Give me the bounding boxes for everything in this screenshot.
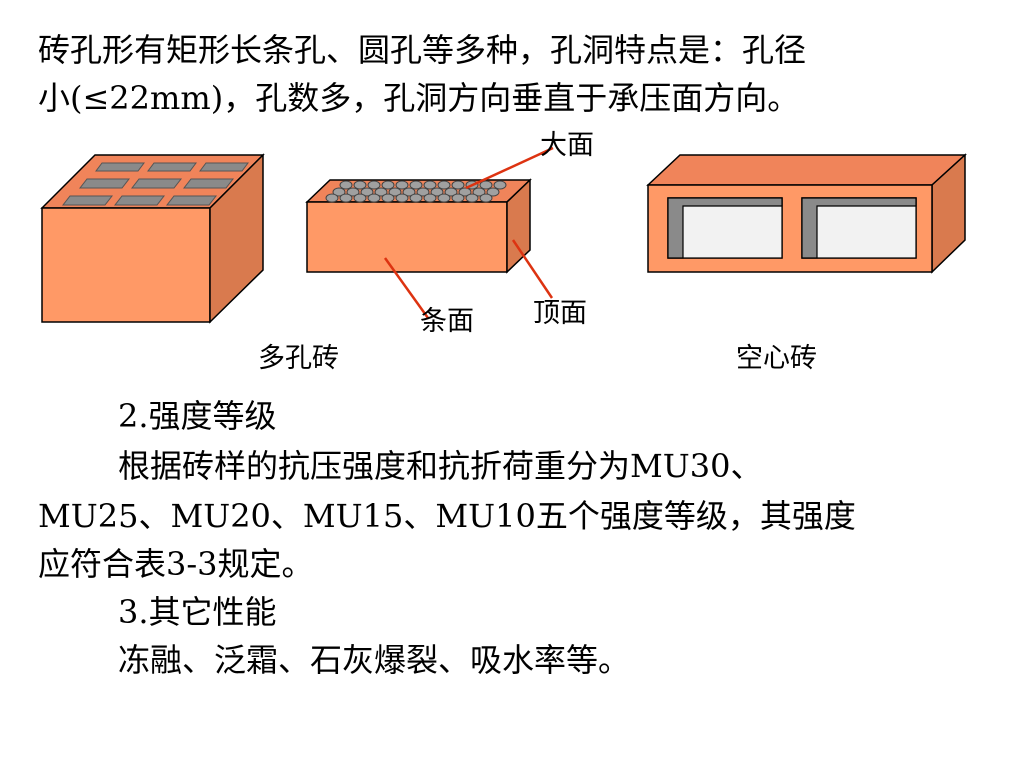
rect-brick-front-face (41, 207, 211, 323)
round-hole-brick (305, 178, 532, 274)
hollow-cavities (667, 197, 917, 259)
rect-brick-side-face (209, 153, 264, 324)
round-holes (325, 180, 507, 203)
section3-heading: 3.其它性能 (118, 593, 277, 631)
hollow-brick (646, 153, 967, 274)
pointer-header-face (511, 239, 554, 299)
pointer-lines (383, 146, 554, 319)
intro-line-1: 砖孔形有矩形长条孔、圆孔等多种，孔洞特点是：孔径 (38, 31, 807, 69)
caption-perforated-brick: 多孔砖 (258, 343, 339, 374)
label-header-face: 顶面 (533, 298, 587, 329)
brick-diagram (40, 146, 967, 324)
rectangular-hole-brick (40, 153, 265, 324)
section2-body-line-3: 应符合表3-3规定。 (38, 545, 314, 583)
label-large-face: 大面 (540, 130, 594, 161)
rect-holes (61, 162, 249, 206)
pointer-large-face (465, 146, 554, 190)
hollow-brick-top-face (646, 154, 967, 186)
section3-body-line-1: 冻融、泛霜、石灰爆裂、吸水率等。 (118, 641, 631, 679)
label-stretcher-face: 条面 (420, 306, 474, 337)
section2-heading: 2.强度等级 (118, 397, 277, 435)
pointer-stretcher-face (383, 257, 430, 319)
intro-line-2: 小(≤22mm)，孔数多，孔洞方向垂直于承压面方向。 (38, 79, 800, 117)
section2-body-line-1: 根据砖样的抗压强度和抗折荷重分为MU30、 (118, 447, 763, 485)
round-brick-front-face (306, 201, 508, 273)
section2-body-line-2: MU25、MU20、MU15、MU10五个强度等级，其强度 (38, 497, 856, 535)
caption-hollow-brick: 空心砖 (736, 343, 817, 374)
round-brick-side-face (506, 178, 531, 274)
